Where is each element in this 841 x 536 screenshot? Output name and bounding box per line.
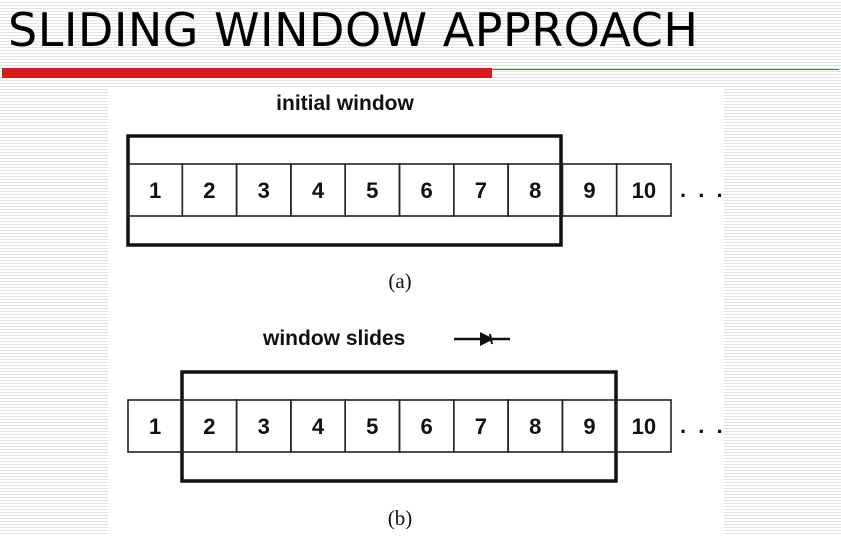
diagram-part-b: window slides 1 2 3 4 5 6 7 8 9 10 . . . (b): [127, 327, 724, 530]
frame-number: 9: [583, 178, 595, 203]
slide-direction-arrow-icon: [454, 332, 510, 346]
frame-number: 6: [420, 178, 432, 203]
frame-number: 1: [149, 414, 161, 439]
ellipsis-a: . . .: [680, 177, 724, 202]
frame-number: 10: [632, 178, 656, 203]
title-underline-thin: [492, 69, 839, 70]
frame-row-a: 1 2 3 4 5 6 7 8 9 10: [127, 163, 672, 217]
frame-number: 7: [475, 178, 487, 203]
frame-number: 7: [475, 414, 487, 439]
window-slides-label: window slides: [262, 327, 405, 350]
frame-number: 9: [583, 414, 595, 439]
ellipsis-b: . . .: [680, 413, 724, 438]
frame-number: 3: [258, 414, 270, 439]
frame-number: 8: [529, 178, 541, 203]
caption-b: (b): [388, 506, 413, 530]
caption-a: (a): [388, 269, 411, 293]
frame-number: 4: [312, 178, 325, 203]
frame-number: 2: [203, 178, 215, 203]
frame-number: 5: [366, 414, 378, 439]
frame-number: 8: [529, 414, 541, 439]
frame-number: 6: [420, 414, 432, 439]
frame-cell: [615, 163, 672, 217]
frame-number: 2: [203, 414, 215, 439]
frame-number: 5: [366, 178, 378, 203]
frame-number: 10: [632, 414, 656, 439]
sliding-window-diagram: initial window 1 2 3 4 5 6 7 8 9 10 . . . (a) win…: [126, 92, 724, 530]
slide-title: SLIDING WINDOW APPROACH: [8, 3, 699, 57]
diagram-panel: initial window 1 2 3 4 5 6 7 8 9 10 . . . (a) win…: [108, 88, 724, 536]
title-underline-red: [2, 68, 492, 78]
frame-number: 3: [258, 178, 270, 203]
initial-window-label: initial window: [276, 92, 414, 115]
frame-row-b: 1 2 3 4 5 6 7 8 9 10: [127, 399, 672, 453]
frame-cell: [615, 399, 672, 453]
diagram-part-a: initial window 1 2 3 4 5 6 7 8 9 10 . . . (a): [126, 92, 724, 293]
frame-number: 1: [149, 178, 161, 203]
frame-number: 4: [312, 414, 325, 439]
